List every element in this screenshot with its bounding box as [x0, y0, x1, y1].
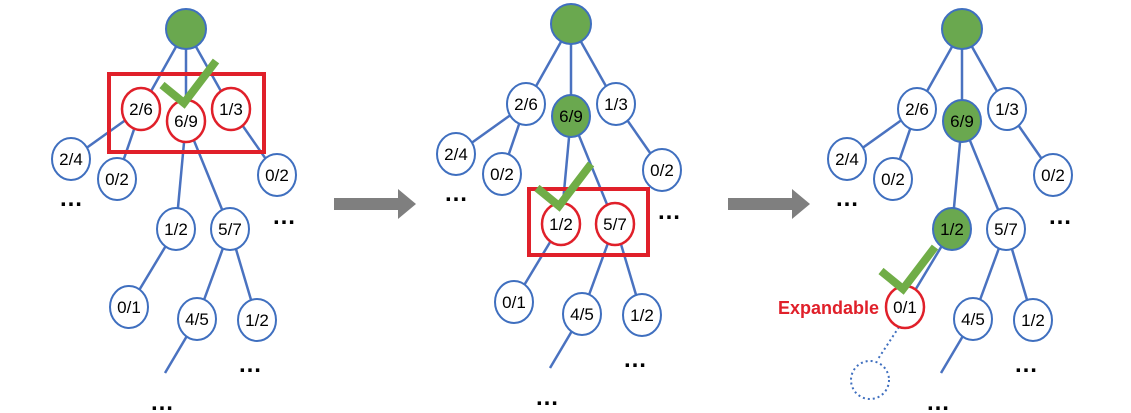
tree-node-n9: [109, 285, 149, 329]
node-label-n6: 0/2: [265, 166, 289, 185]
arrows-layer: [334, 189, 810, 219]
step-arrow-1: [334, 189, 416, 219]
tree-node-n9: [494, 280, 534, 324]
tree-node-n7: [156, 207, 196, 251]
node-label-n3: 1/3: [219, 100, 243, 119]
tree-node-n11: [622, 293, 662, 337]
tree-node-n4: [436, 132, 476, 176]
node-label-n10: 4/5: [570, 305, 594, 324]
tree-node-n11: [1013, 298, 1053, 342]
tree-node-n5: [482, 152, 522, 196]
node-label-n2: 6/9: [174, 112, 198, 131]
arrow-head: [792, 189, 810, 219]
node-label-n6: 0/2: [1041, 166, 1065, 185]
tree-node-n1: [120, 86, 162, 132]
arrow-head: [398, 189, 416, 219]
node-label-n3: 1/3: [604, 95, 628, 114]
tree-node-n3: [210, 86, 252, 132]
arrow-shaft: [334, 198, 398, 210]
node-label-n10: 4/5: [185, 310, 209, 329]
node-label-n4: 2/4: [59, 150, 83, 169]
tree-node-n1: [506, 82, 546, 126]
tree-node-n10: [953, 297, 993, 341]
root-node: [941, 8, 983, 50]
tree-node-n4: [51, 137, 91, 181]
continuation-ellipsis: …: [535, 384, 559, 411]
node-label-n9: 0/1: [502, 293, 526, 312]
node-label-n7: 1/2: [164, 220, 188, 239]
node-label-n4: 2/4: [835, 150, 859, 169]
node-label-n8: 5/7: [994, 220, 1018, 239]
tree-node-n8: [594, 201, 636, 247]
node-label-n9: 0/1: [893, 298, 917, 317]
node-label-n11: 1/2: [1021, 311, 1045, 330]
tree-node-n3: [596, 82, 636, 126]
continuation-ellipsis: …: [444, 180, 468, 207]
tree-node-n1: [897, 87, 937, 131]
selection-box: [527, 187, 650, 257]
continuation-ellipsis: …: [657, 198, 681, 225]
continuation-ellipsis: …: [926, 389, 950, 413]
dotted-new-node: [850, 360, 890, 400]
root-node: [550, 3, 592, 45]
node-label-n7: 1/2: [549, 215, 573, 234]
node-label-n2: 6/9: [950, 112, 974, 131]
tree-node-n3: [987, 87, 1027, 131]
node-label-n11: 1/2: [245, 311, 269, 330]
tree-node-n5: [97, 157, 137, 201]
tree-node-n7: [932, 207, 972, 251]
node-label-n7: 1/2: [940, 220, 964, 239]
tree-node-n11: [237, 298, 277, 342]
tree-node-n2: [942, 99, 982, 143]
continuation-ellipsis: …: [623, 346, 647, 373]
root-node: [165, 8, 207, 50]
node-label-n8: 5/7: [218, 220, 242, 239]
tree-panel-2: 2/6 6/9 1/3 2/4 0/2 0/2 1/2 5/7 0/1 4/5 1/2 … … … …: [436, 3, 682, 411]
checkmark-icon: [534, 161, 595, 212]
step-arrow-2: [728, 189, 810, 219]
arrow-shaft: [728, 198, 792, 210]
continuation-ellipsis: …: [150, 389, 174, 413]
tree-node-n8: [210, 207, 250, 251]
checkmark-icon: [878, 244, 939, 295]
tree-node-n5: [873, 157, 913, 201]
node-label-n1: 2/6: [905, 100, 929, 119]
tree-node-n6: [1033, 153, 1073, 197]
tree-node-n4: [827, 137, 867, 181]
node-label-n6: 0/2: [650, 161, 674, 180]
node-label-n5: 0/2: [105, 170, 129, 189]
tree-node-n8: [986, 207, 1026, 251]
tree-node-n2: [551, 94, 591, 138]
dotted-expansion-edge: [877, 326, 900, 360]
node-label-n9: 0/1: [117, 298, 141, 317]
continuation-ellipsis: …: [835, 185, 859, 212]
expandable-label: Expandable: [778, 298, 879, 318]
node-label-n5: 0/2: [490, 165, 514, 184]
continuation-ellipsis: …: [1014, 351, 1038, 378]
node-label-n5: 0/2: [881, 170, 905, 189]
tree-node-n6: [257, 153, 297, 197]
tree-panel-3: 2/6 6/9 1/3 2/4 0/2 0/2 1/2 5/7 0/1 4/5 1/2 … … … … Exp…: [778, 8, 1073, 413]
node-label-n1: 2/6: [129, 100, 153, 119]
node-label-n10: 4/5: [961, 310, 985, 329]
continuation-ellipsis: …: [238, 351, 262, 378]
checkmark-icon: [159, 58, 220, 109]
node-label-n3: 1/3: [995, 100, 1019, 119]
tree-node-n6: [642, 148, 682, 192]
tree-node-n10: [177, 297, 217, 341]
selection-box: [107, 72, 266, 154]
continuation-ellipsis: …: [1048, 203, 1072, 230]
node-label-n1: 2/6: [514, 95, 538, 114]
node-label-n2: 6/9: [559, 107, 583, 126]
node-label-n4: 2/4: [444, 145, 468, 164]
continuation-ellipsis: …: [272, 203, 296, 230]
node-label-n11: 1/2: [630, 306, 654, 325]
node-label-n8: 5/7: [603, 215, 627, 234]
tree-panel-1: 2/6 6/9 1/3 2/4 0/2 0/2 1/2 5/7 0/1 4/5 1/2 … … … …: [51, 8, 297, 413]
continuation-ellipsis: …: [59, 185, 83, 212]
tree-node-n10: [562, 292, 602, 336]
